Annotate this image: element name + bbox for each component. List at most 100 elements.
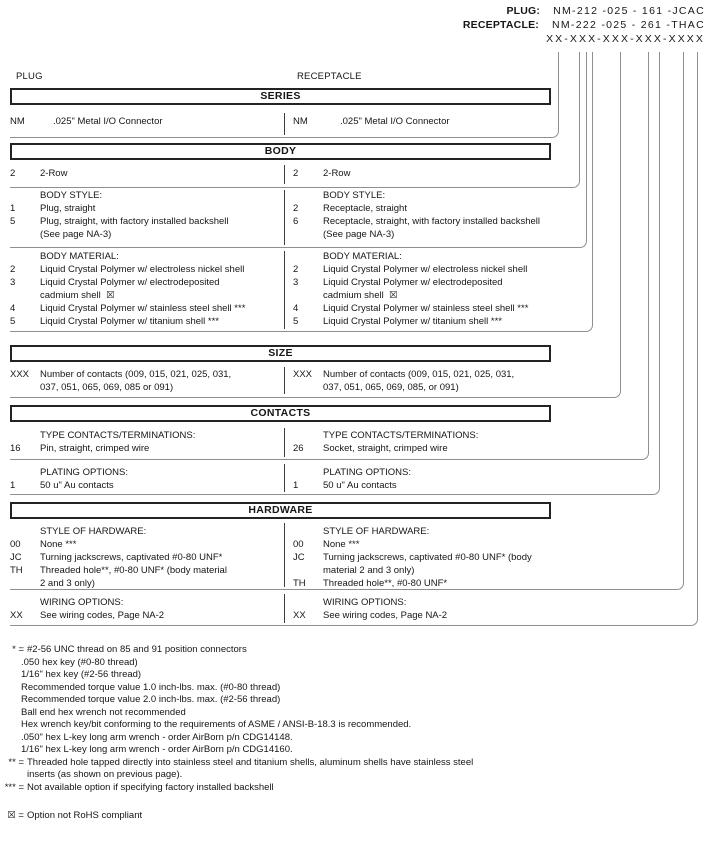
column-divider [284,190,285,245]
connector-line-contact-type [10,52,649,460]
option-code: 4 [10,302,16,314]
option-desc: Pin, straight, crimped wire [40,442,150,454]
group-heading: STYLE OF HARDWARE: [323,526,430,537]
option-desc: Receptacle, straight, with factory insta… [323,215,541,227]
option-code: 1 [10,479,16,491]
group-heading: BODY STYLE: [40,190,103,201]
option-desc: 2 and 3 only) [40,577,95,589]
option-row: cadmium shell ☒ [10,290,282,303]
option-code: 2 [293,168,299,179]
option-code: 5 [10,315,16,327]
body-rows-right: 2 2-Row [293,168,551,181]
column-divider [284,113,285,135]
option-code: 2 [293,263,299,275]
footnote-text: Option not RoHS compliant [27,810,143,821]
option-desc: See wiring codes, Page NA-2 [323,609,448,621]
option-code: XX [293,609,306,621]
connector-line-series [10,52,559,138]
connector-line-wiring [10,52,698,626]
receptacle-column-label: RECEPTACLE [297,71,362,82]
option-desc: Number of contacts (009, 015, 021, 025, … [323,369,515,380]
connector-line-body-style [10,52,587,248]
footnote-text: Recommended torque value 2.0 inch-lbs. m… [21,694,281,706]
option-code: JC [293,551,305,563]
option-row: (See page NA-3) [10,229,282,242]
column-divider [284,523,285,587]
option-code [293,229,323,242]
option-code: NM [293,116,308,127]
option-code [293,565,323,578]
footnote-line: .050 hex key (#0-80 thread) [0,657,700,670]
section-title-hardware: HARDWARE [10,502,551,519]
column-divider [284,428,285,457]
connector-line-body-material [10,52,593,332]
footnotes: * =#2-56 UNC thread on 85 and 91 positio… [0,644,700,795]
option-code [10,578,40,591]
group-heading: BODY MATERIAL: [40,251,119,262]
option-row: 1 50 u" Au contacts [293,480,551,493]
group-heading: BODY MATERIAL: [323,251,402,262]
column-divider [284,367,285,394]
series-left: NM .025" Metal I/O Connector [10,116,282,129]
group-heading: BODY STYLE: [323,190,386,201]
connector-line-body-rows [10,52,580,188]
option-row: NM .025" Metal I/O Connector [10,116,282,129]
section-title-series: SERIES [10,88,551,105]
option-desc: Liquid Crystal Polymer w/ titanium shell… [323,315,502,327]
option-code: JC [10,551,22,563]
option-row: 2 and 3 only) [10,578,282,591]
option-code: 16 [10,442,21,454]
footnote-line: inserts (as shown on previous page). [0,769,700,782]
group-heading: WIRING OPTIONS: [323,597,407,608]
option-desc: Socket, straight, crimped wire [323,442,448,454]
option-code: XXX [10,369,30,380]
footnote-line: Hex wrench key/bit conforming to the req… [0,719,700,732]
option-desc: 50 u" Au contacts [323,479,397,491]
option-desc: (See page NA-3) [40,228,112,240]
option-row: XX See wiring codes, Page NA-2 [293,610,551,623]
footnote-marker: *** = [4,782,24,794]
footnote-line: ** =Threaded hole tapped directly into s… [0,757,700,770]
option-desc: Turning jackscrews, captivated #0-80 UNF… [323,551,532,563]
option-desc: .025" Metal I/O Connector [340,116,450,127]
option-desc: See wiring codes, Page NA-2 [40,609,165,621]
option-desc: Liquid Crystal Polymer w/ electroless ni… [40,263,245,275]
option-code: 3 [293,276,299,288]
option-row: cadmium shell ☒ [293,290,551,303]
footnote-marker: ** = [8,756,24,768]
option-row: NM .025" Metal I/O Connector [293,116,551,129]
option-desc: Threaded hole**, #0-80 UNF* (body materi… [40,564,227,576]
footnote-text: Recommended torque value 1.0 inch-lbs. m… [21,681,281,693]
footnote-line: Recommended torque value 1.0 inch-lbs. m… [0,682,700,695]
option-code: 2 [10,263,16,275]
plug-part-number-row: PLUG: NM-212 -025 - 161 -JCAC [506,5,705,18]
option-row: material 2 and 3 only) [293,565,551,578]
option-code: TH [10,564,23,576]
connector-line-hardware-style [10,52,684,590]
option-row: JC Turning jackscrews, captivated #0-80 U… [293,552,551,565]
option-row: (See page NA-3) [293,229,551,242]
footnote-text: inserts (as shown on previous page). [27,769,183,781]
footnote-line: ☒ =Option not RoHS compliant [0,810,700,823]
not-rohs-icon: ☒ = [7,810,24,821]
option-code: 1 [293,479,299,491]
footnote-text: .050 hex key (#0-80 thread) [21,656,138,668]
